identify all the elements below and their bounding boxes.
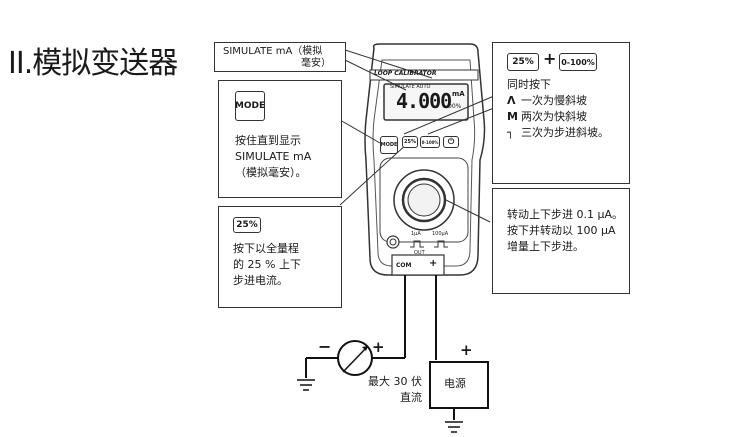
- callout-line-ramp-b: [427, 107, 495, 135]
- ramp-0100-key-icon: 0-100%: [559, 53, 597, 71]
- max-voltage-line2: 直流: [400, 391, 422, 404]
- mode-text-line1: 按住直到显示: [235, 134, 301, 147]
- mode-text-line3: （模拟毫安）。: [235, 166, 307, 179]
- ramp-25-key-icon: 25%: [507, 53, 539, 71]
- knob-text-line2: 按下并转动以 100 μA: [507, 224, 616, 237]
- device-mode-button[interactable]: MODE: [380, 136, 398, 154]
- hold-button: [386, 235, 400, 249]
- ramp-heading: 同时按下: [507, 78, 551, 91]
- device-brand: LOOP CALIBRATOR: [374, 70, 437, 77]
- display-reading: 4.000: [396, 89, 452, 113]
- ground-symbol-right: [445, 421, 463, 433]
- simulate-callout-box: SIMULATE mA（模拟 毫安）: [214, 42, 346, 72]
- fast-ramp-icon: M: [507, 110, 518, 123]
- knob-surround: [379, 157, 469, 243]
- callout-line-simulate-b: [344, 59, 407, 91]
- device-0100-button[interactable]: 0-100%: [420, 136, 440, 148]
- plus-sign: +: [543, 49, 557, 68]
- callout-line-knob: [445, 199, 491, 223]
- step-large-label: 100μA: [432, 231, 449, 237]
- knob-instruction-box: 转动上下步进 0.1 μA。 按下并转动以 100 μA 增量上下步进。: [492, 188, 630, 294]
- slow-ramp-icon: Λ: [507, 94, 516, 107]
- meter-minus-label: −: [318, 337, 332, 356]
- power-supply-label: 电源: [444, 377, 466, 390]
- callout-line-mode: [339, 119, 381, 144]
- step-large-icon: [434, 240, 448, 248]
- max-voltage-line1: 最大 30 伏: [368, 375, 422, 388]
- display-unit: mA: [452, 90, 465, 98]
- pct25-key-icon: 25%: [233, 217, 261, 233]
- meter-plus-label: +: [372, 338, 385, 356]
- simulate-callout-line1: SIMULATE mA（模拟: [223, 46, 323, 57]
- lcd-display: [383, 83, 469, 121]
- callout-line-simulate-a: [344, 49, 433, 79]
- step-small-icon: [410, 240, 424, 248]
- simulate-callout-line2: 毫安）: [301, 58, 331, 69]
- display-pct: 00%: [448, 103, 462, 110]
- step-ramp-icon: ┐: [507, 126, 514, 139]
- jack-com-label: COM: [396, 262, 412, 269]
- jack-panel: [391, 254, 445, 276]
- mode-instruction-box: MODE 按住直到显示 SIMULATE mA （模拟毫安）。: [218, 80, 342, 198]
- rotary-knob-center: [407, 183, 441, 217]
- jack-plus-label: +: [429, 258, 438, 269]
- pct25-text-line2: 的 25 % 上下: [233, 258, 301, 271]
- supply-plus-label: +: [460, 341, 473, 359]
- mode-key-icon: MODE: [235, 91, 265, 121]
- current-meter: [337, 340, 373, 376]
- ground-symbol-left: [297, 379, 315, 391]
- power-icon: ⏻: [447, 137, 455, 146]
- calibrator-inner-frame: [372, 59, 476, 267]
- knob-text-line1: 转动上下步进 0.1 μA。: [507, 208, 624, 221]
- display-header: SIMULATE AUTO: [390, 84, 431, 90]
- knob-text-line3: 增量上下步进。: [507, 240, 584, 253]
- ramp-item-3: ┐三次为步进斜坡。: [507, 126, 609, 139]
- callout-line-ramp-a: [403, 95, 495, 135]
- step-small-label: 1μA: [411, 231, 421, 237]
- device-power-button[interactable]: ⏻: [443, 136, 459, 148]
- pct25-instruction-box: 25% 按下以全量程 的 25 % 上下 步进电流。: [218, 206, 342, 308]
- power-supply-box: [429, 361, 489, 409]
- pct25-text-line1: 按下以全量程: [233, 242, 299, 255]
- page-title: II.模拟变送器: [8, 46, 178, 81]
- jack-out-label: OUT: [414, 250, 425, 256]
- device-25pct-button[interactable]: 25%: [402, 136, 418, 148]
- pct25-text-line3: 步进电流。: [233, 274, 288, 287]
- mode-text-line2: SIMULATE mA: [235, 150, 312, 163]
